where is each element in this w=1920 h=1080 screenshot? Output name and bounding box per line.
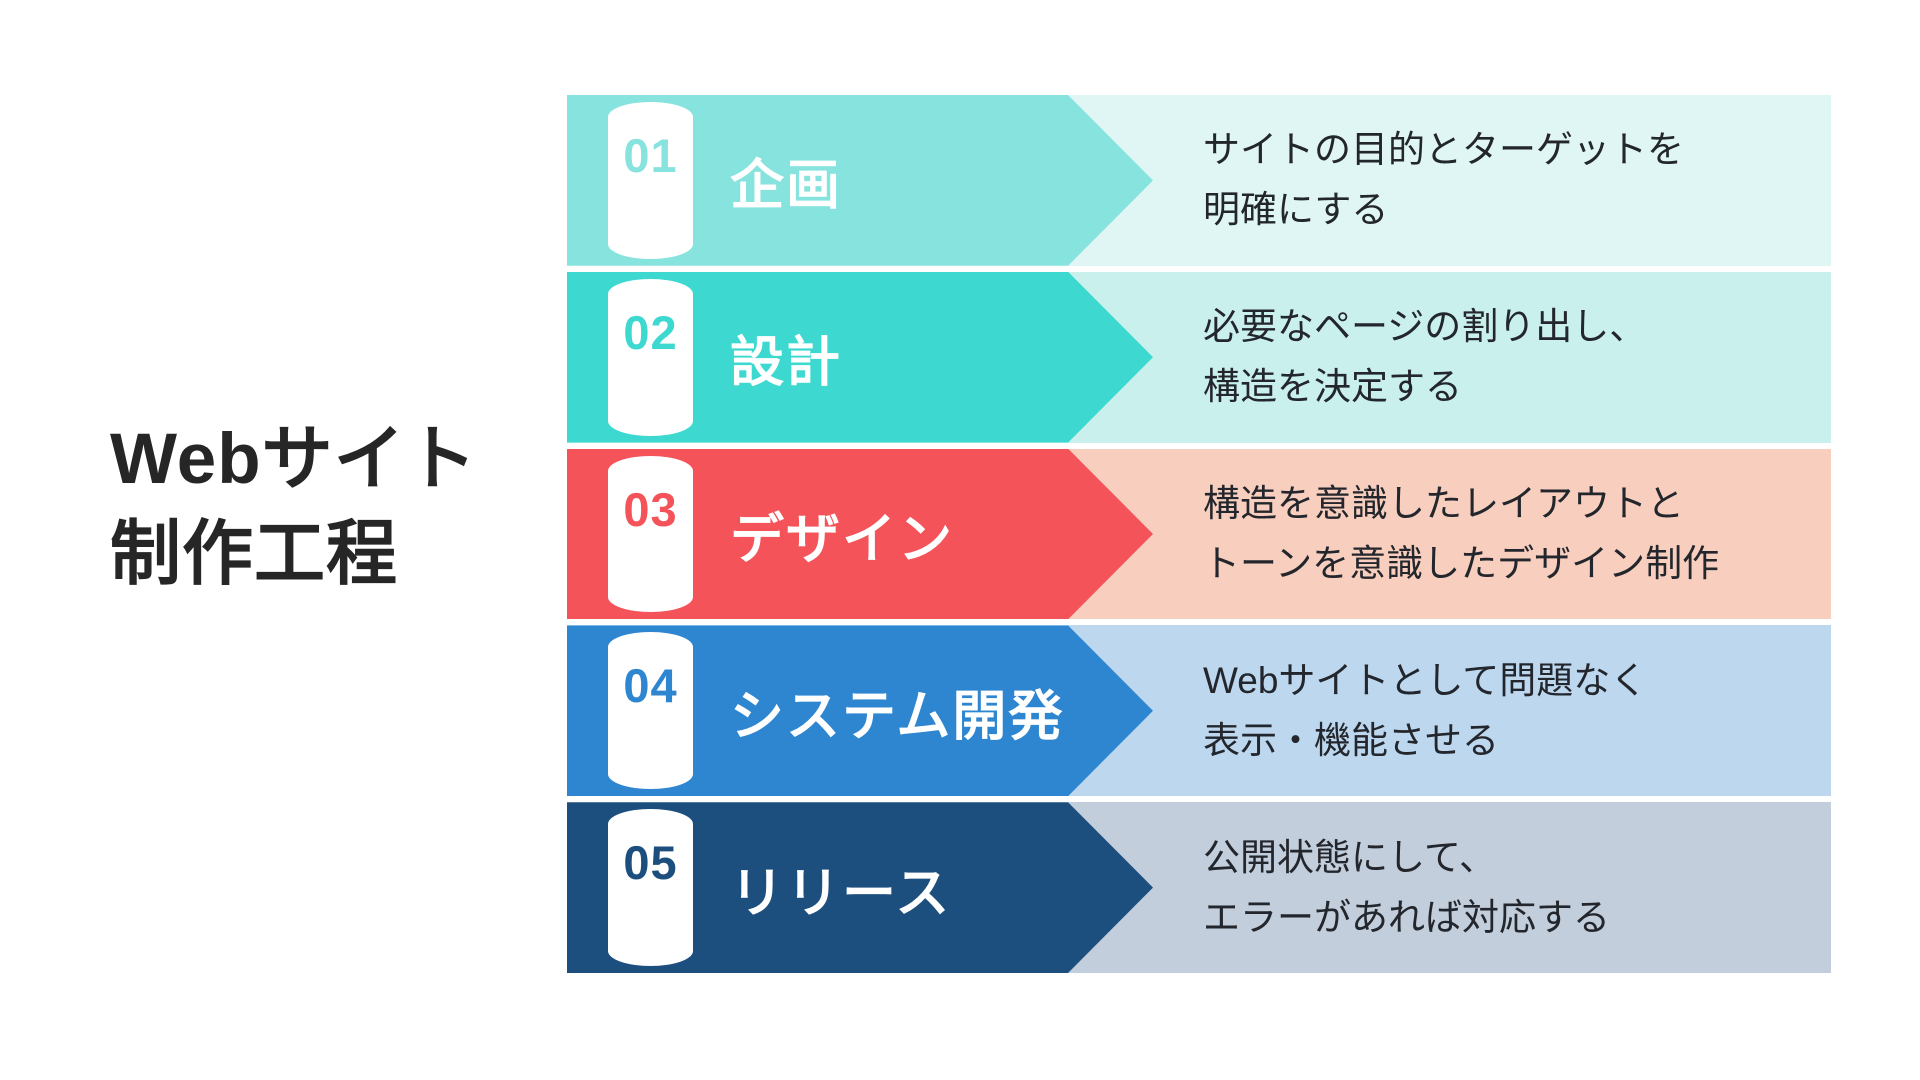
step-description-panel	[1068, 625, 1831, 797]
step-number: 02	[623, 305, 678, 359]
step-number: 04	[623, 659, 678, 713]
step-description-panel	[1068, 95, 1831, 266]
step-number-badge: 02	[608, 278, 693, 436]
step-description-line1: 構造を意識したレイアウトと	[1203, 483, 1684, 525]
step-description-line1: 公開状態にして、	[1203, 836, 1497, 878]
step-description-line2: トーンを意識したデザイン制作	[1203, 542, 1720, 584]
step-label: 設計	[730, 332, 842, 393]
step-number-badge: 05	[608, 809, 693, 966]
step-description-panel	[1068, 802, 1831, 973]
step-number: 03	[623, 482, 678, 536]
step-label: デザイン	[730, 509, 954, 570]
step-description-line2: 表示・機能させる	[1203, 719, 1499, 761]
step-description: サイトの目的とターゲットを 明確にする	[1203, 120, 1684, 240]
process-step-row-4: 04 システム開発 Webサイトとして問題なく 表示・機能させる	[567, 625, 1831, 797]
process-step-row-1: 01 企画 サイトの目的とターゲットを 明確にする	[567, 95, 1831, 266]
step-description-line1: 必要なページの割り出し、	[1203, 306, 1647, 348]
page-title-line2: 制作工程	[110, 515, 399, 595]
step-description-line2: 構造を決定する	[1203, 366, 1462, 408]
process-step-row-3: 03 デザイン 構造を意識したレイアウトと トーンを意識したデザイン制作	[567, 448, 1831, 620]
page-title-line1: Webサイト	[110, 420, 478, 499]
page-title: Webサイト 制作工程	[110, 412, 478, 602]
step-description-panel	[1068, 448, 1831, 620]
step-description-line1: サイトの目的とターゲットを	[1203, 129, 1684, 171]
step-description-line1: Webサイトとして問題なく	[1203, 659, 1648, 701]
step-description-line2: エラーがあれば対応する	[1203, 896, 1610, 938]
process-diagram: 01 企画 サイトの目的とターゲットを 明確にする 02 設計 必要なページの割…	[567, 95, 1831, 973]
step-label: 企画	[730, 155, 842, 216]
step-label: システム開発	[730, 686, 1065, 747]
step-description: Webサイトとして問題なく 表示・機能させる	[1203, 651, 1647, 771]
step-label: リリース	[730, 863, 952, 924]
step-description: 必要なページの割り出し、 構造を決定する	[1203, 297, 1646, 417]
step-description: 公開状態にして、 エラーがあれば対応する	[1203, 828, 1610, 948]
step-number: 01	[623, 129, 678, 182]
process-step-row-5: 05 リリース 公開状態にして、 エラーがあれば対応する	[567, 802, 1831, 973]
step-description-line2: 明確にする	[1203, 189, 1389, 231]
process-step-row-2: 02 設計 必要なページの割り出し、 構造を決定する	[567, 271, 1831, 443]
step-number-badge: 03	[608, 455, 693, 613]
step-number-badge: 01	[608, 102, 693, 259]
step-number: 05	[623, 836, 678, 890]
step-description-panel	[1068, 271, 1831, 443]
step-number-badge: 04	[608, 632, 693, 790]
step-description: 構造を意識したレイアウトと トーンを意識したデザイン制作	[1203, 474, 1719, 594]
